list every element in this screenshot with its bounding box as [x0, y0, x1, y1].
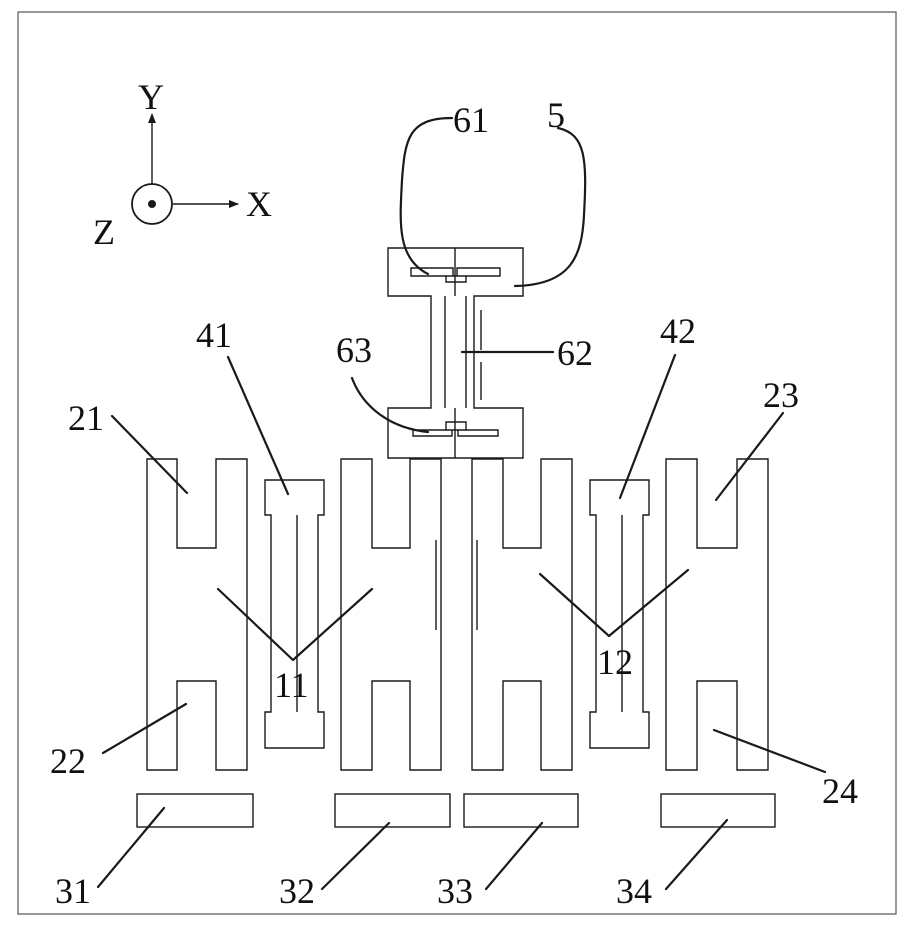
label-31: 31 [55, 871, 91, 911]
label-5: 5 [547, 95, 565, 135]
leader-31 [96, 806, 166, 889]
leader-41 [226, 355, 290, 496]
y-axis-label: Y [138, 77, 164, 117]
leader-34 [664, 818, 729, 891]
label-21: 21 [68, 398, 104, 438]
electrode-41 [264, 479, 325, 749]
leader-21 [110, 414, 189, 495]
slot-63 [412, 421, 499, 437]
label-42: 42 [660, 311, 696, 351]
label-33: 33 [437, 871, 473, 911]
figure-frame [17, 11, 897, 915]
x-axis-label: X [246, 184, 272, 224]
electrode-21-22 [146, 458, 248, 771]
leader-22 [101, 702, 188, 755]
leader-32 [320, 821, 391, 891]
leader-11 [216, 587, 374, 662]
label-41: 41 [196, 315, 232, 355]
leader-23 [714, 411, 785, 502]
label-34: 34 [616, 871, 652, 911]
leader-42 [618, 353, 677, 500]
label-12: 12 [597, 642, 633, 682]
z-axis-dot [148, 200, 156, 208]
label-61: 61 [453, 100, 489, 140]
electrode-h-2 [340, 458, 442, 771]
component-5 [387, 247, 524, 459]
plate-34 [660, 793, 776, 828]
electrode-h-3 [471, 458, 573, 771]
electrode-23-24 [665, 458, 769, 771]
label-63: 63 [336, 330, 372, 370]
electrode-42 [589, 479, 650, 749]
leader-lines [96, 116, 827, 891]
slot-61 [410, 267, 501, 283]
leader-24 [712, 728, 827, 774]
leader-12 [538, 568, 690, 638]
component-5-outline [387, 247, 524, 459]
z-axis-label: Z [93, 212, 115, 252]
plate-32 [334, 793, 451, 828]
label-32: 32 [279, 871, 315, 911]
label-22: 22 [50, 741, 86, 781]
label-23: 23 [763, 375, 799, 415]
leader-63 [350, 376, 430, 434]
coordinate-axes: Y X Z [93, 77, 272, 252]
leader-33 [484, 821, 544, 891]
label-62: 62 [557, 333, 593, 373]
label-24: 24 [822, 771, 858, 811]
plate-33 [463, 793, 579, 828]
reference-numerals: 61 5 62 63 41 42 21 22 23 24 11 12 31 32… [50, 95, 858, 911]
leader-61 [399, 116, 454, 276]
label-11: 11 [274, 665, 309, 705]
leader-5 [513, 126, 587, 288]
plate-31 [136, 793, 254, 828]
